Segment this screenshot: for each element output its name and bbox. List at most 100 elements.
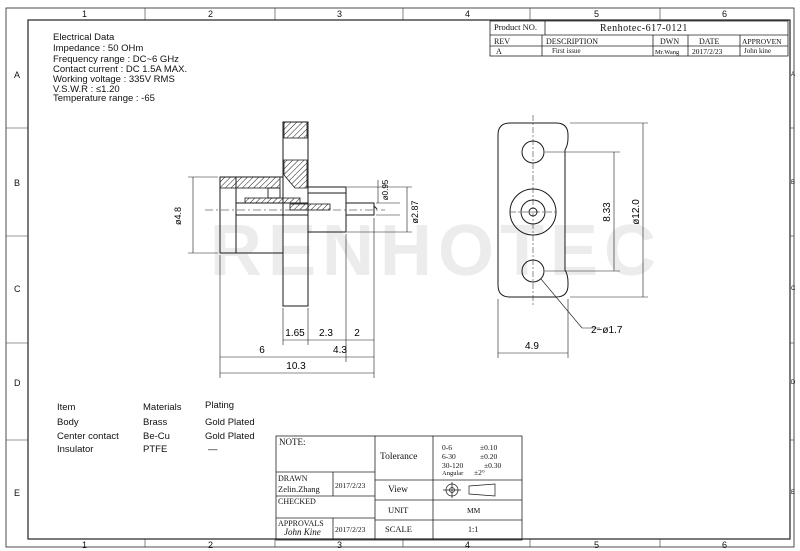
dim-49: 4.9 (525, 341, 539, 352)
note-label: NOTE: (279, 437, 306, 447)
checked-label: CHECKED (278, 497, 316, 506)
row-label-right-d: D (791, 380, 796, 386)
rev-value: A (496, 47, 502, 56)
header-dwn: DWN (660, 37, 680, 46)
description-value: First issue (552, 47, 581, 55)
mat-contact-material: Be-Cu (143, 431, 170, 442)
row-label-left-b: B (14, 178, 21, 188)
spec-impedance: Impedance : 50 OHm (53, 43, 144, 54)
section-hatching (219, 121, 331, 211)
dim-23: 2.3 (319, 328, 333, 339)
row-label-right-c: C (791, 286, 796, 292)
tolerance-label: Tolerance (380, 452, 418, 462)
angular-label: Angular (442, 470, 464, 477)
dim-d120: ø12.0 (631, 199, 642, 225)
approvals-date: 2017/2/23 (335, 525, 366, 534)
outer-border (5, 7, 795, 548)
tol-range-2: 6-30 (442, 452, 456, 461)
title-block-grid (489, 20, 789, 57)
tol-range-3: 30-120 (442, 461, 464, 470)
scale-label: SCALE (385, 524, 412, 534)
row-label-left-e: E (14, 488, 21, 498)
header-approven: APPROVEN (742, 37, 782, 46)
col-label-top-6: 6 (722, 9, 728, 19)
mat-contact-item: Center contact (57, 431, 119, 442)
mat-body-plating: Gold Plated (205, 417, 255, 428)
mat-header-materials: Materials (143, 402, 182, 413)
tol-range-1: 0-6 (442, 443, 452, 452)
view-label: View (388, 485, 409, 495)
dim-43: 4.3 (333, 345, 347, 356)
unit-label: UNIT (388, 505, 409, 515)
tol-value-2: ±0.20 (480, 452, 498, 461)
col-label-top-1: 1 (82, 9, 88, 19)
col-label-bottom-3: 3 (337, 540, 343, 550)
col-label-bottom-1: 1 (82, 540, 88, 550)
header-description: DESCRIPTION (546, 37, 599, 46)
product-no-value: Renhotec-617-0121 (600, 23, 688, 34)
mat-body-item: Body (57, 417, 79, 428)
col-label-top-5: 5 (594, 9, 600, 19)
approvals-label: APPROVALS (278, 519, 324, 528)
drawn-date: 2017/2/23 (335, 481, 366, 490)
dim-103: 10.3 (286, 361, 306, 372)
dim-833: 8.33 (602, 202, 613, 222)
spec-temperature: Temperature range : -65 (53, 93, 155, 104)
col-label-bottom-5: 5 (594, 540, 600, 550)
drawn-name: Zelin.Zhang (278, 484, 320, 494)
dim-d287: ø2.87 (410, 200, 420, 223)
spec-working-voltage: Working voltage : 335V RMS (53, 74, 175, 85)
col-label-bottom-2: 2 (208, 540, 214, 550)
col-label-top-2: 2 (208, 9, 214, 19)
product-no-label: Product NO. (494, 22, 537, 32)
mat-insulator-material: PTFE (143, 444, 168, 455)
dim-holes: 2−ø1.7 (591, 325, 623, 336)
mat-body-material: Brass (143, 417, 168, 428)
inner-border (27, 19, 791, 540)
tol-value-1: ±0.10 (480, 443, 498, 452)
row-label-left-d: D (14, 378, 21, 388)
mat-header-item: Item (57, 402, 76, 413)
col-label-top-3: 3 (337, 9, 343, 19)
row-label-left-a: A (14, 70, 21, 80)
approvals-signature: John Kine (284, 527, 321, 537)
mat-header-plating: Plating (205, 400, 235, 411)
dim-d095: ø0.95 (381, 179, 390, 200)
col-label-top-4: 4 (465, 9, 471, 19)
tol-value-3: ±0.30 (484, 461, 502, 470)
front-dimension-lines (497, 122, 648, 358)
date-value: 2017/2/23 (692, 47, 723, 56)
row-label-right-e: E (791, 490, 796, 496)
approven-value: John kine (744, 47, 772, 55)
angular-value: ±2° (474, 468, 485, 477)
unit-value: MM (467, 506, 481, 515)
spec-frequency: Frequency range : DC~6 GHz (53, 54, 179, 65)
dim-6: 6 (259, 345, 265, 356)
spec-contact-current: Contact current : DC 1.5A MAX. (53, 64, 188, 75)
dim-2: 2 (354, 328, 360, 339)
dwn-value: Mr.Wang (655, 49, 680, 56)
projection-symbol (443, 482, 496, 498)
front-view (497, 115, 569, 305)
col-label-bottom-4: 4 (465, 540, 471, 550)
electrical-heading: Electrical Data (53, 32, 115, 43)
mat-insulator-item: Insulator (57, 444, 94, 455)
dim-d48: ø4.8 (173, 207, 183, 225)
row-label-left-c: C (14, 284, 21, 294)
bottom-block-grid (275, 435, 523, 541)
header-date: DATE (699, 37, 720, 46)
watermark: RENHOTEC (210, 211, 662, 291)
row-label-right-a: A (791, 72, 796, 78)
row-label-right-b: B (791, 180, 796, 186)
dim-165: 1.65 (285, 328, 305, 339)
side-dimension-lines (188, 176, 412, 378)
col-label-bottom-6: 6 (722, 540, 728, 550)
scale-value: 1:1 (468, 525, 479, 534)
mat-insulator-plating: — (208, 444, 218, 455)
spec-vswr: V.S.W.R : ≤1.20 (53, 84, 120, 95)
header-rev: REV (494, 37, 510, 46)
side-view (205, 121, 385, 307)
mat-contact-plating: Gold Plated (205, 431, 255, 442)
